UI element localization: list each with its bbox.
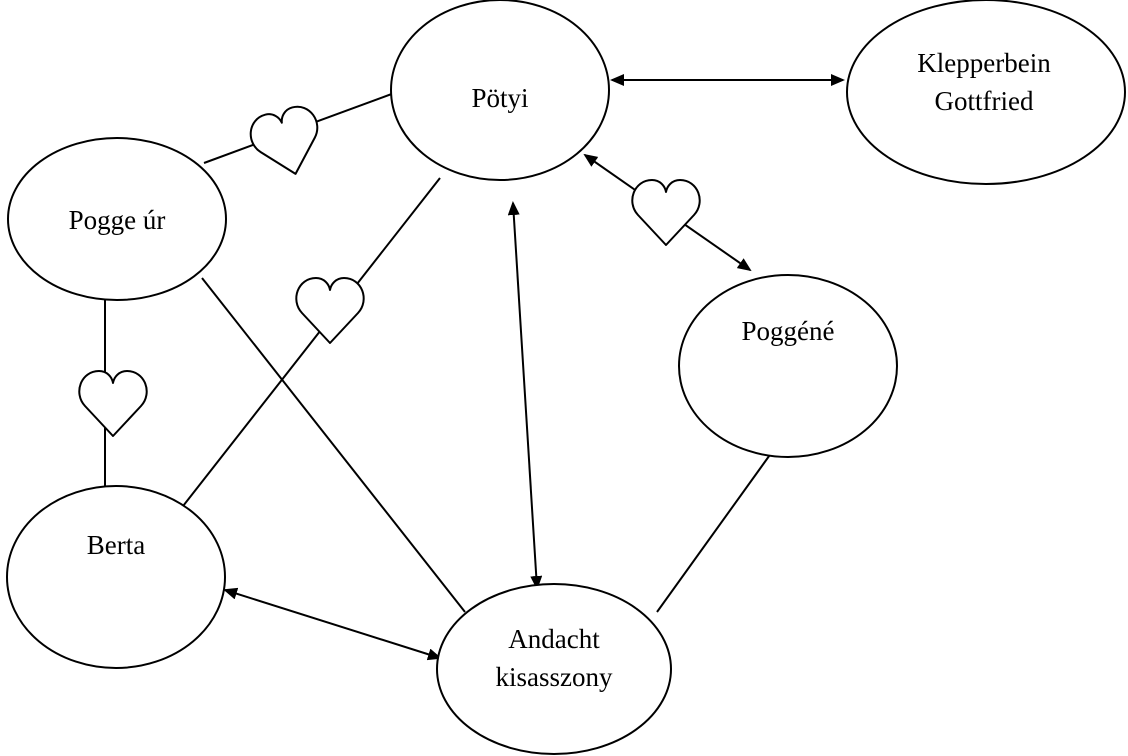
edge-pogge-ur-andacht: [201, 277, 466, 613]
node-andacht-label-line1: Andacht: [508, 624, 600, 654]
node-potyi-label: Pötyi: [471, 83, 528, 113]
node-berta-label: Berta: [87, 530, 145, 560]
heart-icon: [249, 105, 319, 175]
edge-potyi-berta: [175, 177, 441, 516]
node-poggene-ellipse: [678, 274, 898, 458]
edge-poggene-andacht: [656, 444, 778, 613]
node-potyi: Pötyi: [390, 0, 610, 181]
node-poggene-label: Poggéné: [742, 316, 835, 346]
node-berta-ellipse: [6, 485, 226, 669]
node-pogge-ur-ellipse: [7, 137, 227, 301]
node-andacht-ellipse: [436, 583, 672, 755]
heart-icon: [78, 370, 148, 437]
node-potyi-ellipse: [390, 0, 610, 181]
node-pogge-ur: Pogge úr: [7, 137, 227, 301]
heart-icon: [631, 179, 701, 246]
node-andacht: Andacht kisasszony: [436, 583, 672, 755]
node-klepperbein-label-line2: Gottfried: [935, 86, 1034, 116]
heart-markers: [78, 105, 701, 437]
node-pogge-ur-label: Pogge úr: [69, 205, 166, 235]
edge-potyi-andacht: [507, 201, 543, 590]
heart-icon: [295, 277, 365, 344]
edge-berta-andacht: [223, 587, 442, 661]
node-poggene: Poggéné: [678, 274, 898, 458]
node-berta: Berta: [6, 485, 226, 669]
node-klepperbein: Klepperbein Gottfried: [846, 0, 1126, 185]
node-klepperbein-label-line1: Klepperbein: [917, 48, 1051, 78]
node-klepperbein-ellipse: [846, 0, 1126, 185]
node-andacht-label-line2: kisasszony: [496, 662, 613, 692]
